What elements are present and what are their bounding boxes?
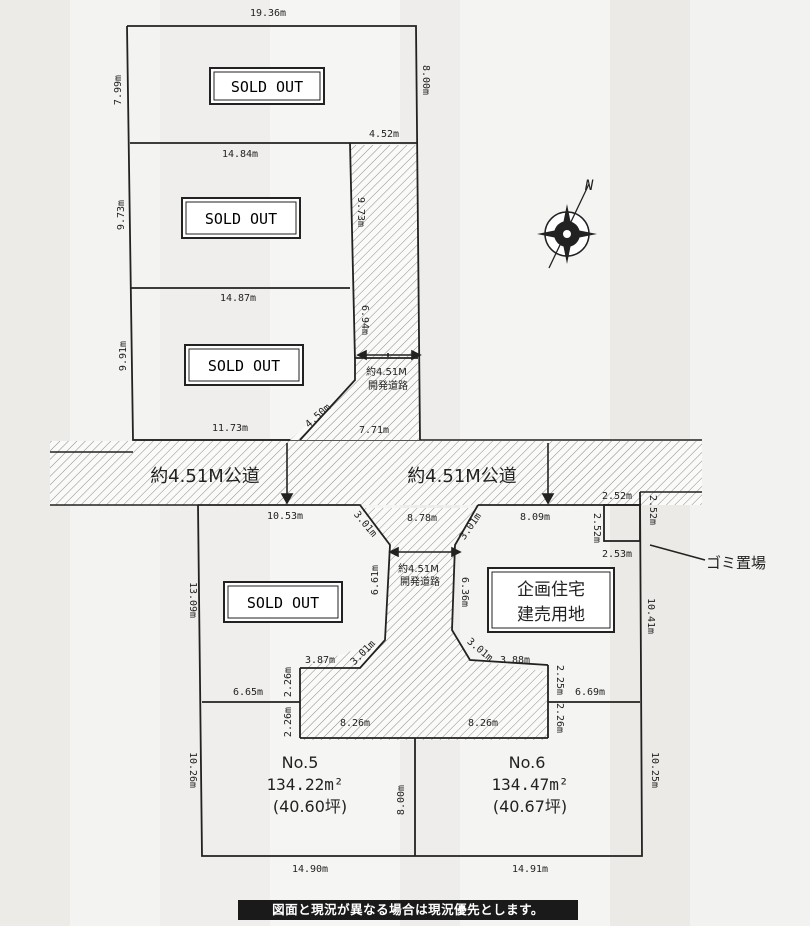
sold-out-box-1: SOLD OUT: [209, 67, 325, 105]
lower-plots-outline: [197, 491, 643, 857]
top-plots-outline: [126, 25, 421, 441]
dim-road-top-center: 8.78m: [407, 513, 437, 524]
sold-out-box-3: SOLD OUT: [184, 344, 304, 386]
private-road-top-label-2: 開発道路: [368, 379, 408, 392]
dim-road-left-226a: 2.26m: [283, 667, 294, 697]
private-road-bottom-label: 約4.51M 開発道路: [398, 562, 442, 588]
dim-top3-path: 6.94m: [359, 305, 370, 335]
dim-sold-lower-bottom: 6.65m: [233, 687, 263, 698]
sold-out-box-4: SOLD OUT: [223, 581, 343, 623]
svg-text:企画住宅: 企画住宅: [517, 580, 585, 600]
private-road-bottom-label-2: 開発道路: [400, 575, 440, 588]
dim-top1-left: 7.99m: [113, 75, 124, 105]
garbage-area-label: ゴミ置場: [706, 554, 766, 572]
lot-no5-area: 134.22m²: [266, 775, 343, 794]
lot-no5-name: No.5: [282, 753, 319, 772]
dim-road-bottom-left: 8.26m: [340, 718, 370, 729]
dim-road-left-side: 6.61m: [370, 565, 381, 595]
dim-sold-lower-top: 10.53m: [267, 511, 303, 522]
private-road-bottom: [300, 508, 548, 740]
dim-top2-path: 9.73m: [355, 197, 366, 227]
lot-no6-area: 134.47m²: [491, 775, 568, 794]
public-road-label-right: 約4.51M公道: [407, 466, 517, 487]
lot-no5-tsubo: (40.60坪): [273, 797, 347, 816]
dim-road-bottom-right: 8.26m: [468, 718, 498, 729]
dim-road-lower-left-h: 3.87m: [305, 655, 335, 666]
sold-out-box-2: SOLD OUT: [181, 197, 301, 239]
lot-no6-tsubo: (40.67坪): [493, 797, 567, 816]
dim-top2-left: 9.73m: [116, 200, 127, 230]
dim-no6-right: 10.25m: [649, 752, 660, 788]
dim-top2-top: 14.84m: [222, 149, 258, 160]
dim-garbage-right: 2.52m: [647, 495, 658, 525]
planning-lot-box: 企画住宅 建売用地: [487, 567, 615, 633]
svg-text:SOLD OUT: SOLD OUT: [208, 357, 280, 375]
dim-planning-top: 8.09m: [520, 512, 550, 523]
footer-disclaimer: 図面と現況が異なる場合は現況優先とします。: [238, 900, 578, 920]
dim-road-right-225: 2.25m: [554, 665, 565, 695]
road-arrows: [280, 349, 706, 561]
svg-text:SOLD OUT: SOLD OUT: [247, 594, 319, 612]
dim-top3-top: 14.87m: [220, 293, 256, 304]
dim-garbage-left: 2.52m: [591, 513, 602, 543]
private-road-top: [290, 145, 420, 440]
svg-text:建売用地: 建売用地: [517, 605, 585, 625]
dim-top3-path-bottom: 7.71m: [359, 425, 389, 436]
dim-top3-left: 9.91m: [118, 341, 129, 371]
private-road-top-label-1: 約4.51M: [366, 365, 407, 378]
dim-top1-width: 19.36m: [250, 8, 286, 19]
dim-no5-left: 10.26m: [187, 752, 198, 788]
dim-top3-bottom: 11.73m: [212, 423, 248, 434]
dim-no5-bottom: 14.90m: [292, 864, 328, 875]
dim-top1-bottom-right: 4.52m: [369, 129, 399, 140]
public-road: [50, 441, 702, 505]
public-road-label-left: 約4.51M公道: [150, 466, 260, 487]
private-road-top-label: 約4.51M 開発道路: [366, 365, 410, 392]
compass-north-label: N: [584, 178, 594, 194]
dim-garbage-bottom: 2.53m: [602, 549, 632, 560]
dim-road-right-side: 6.36m: [459, 577, 470, 607]
svg-text:SOLD OUT: SOLD OUT: [231, 78, 303, 96]
dim-planning-bottom: 6.69m: [575, 687, 605, 698]
dim-top1-right: 8.00m: [420, 65, 431, 95]
compass-rose-icon: [537, 183, 597, 269]
dim-road-lower-right-h: 3.88m: [500, 655, 530, 666]
dim-road-right-226: 2.26m: [554, 703, 565, 733]
dim-no6-bottom: 14.91m: [512, 864, 548, 875]
dim-road-left-226b: 2.26m: [283, 707, 294, 737]
private-road-bottom-label-1: 約4.51M: [398, 562, 439, 575]
dim-divider: 8.00m: [396, 785, 407, 815]
dim-garbage-top: 2.52m: [602, 491, 632, 502]
dim-sold-lower-left: 13.09m: [187, 582, 198, 618]
svg-text:SOLD OUT: SOLD OUT: [205, 210, 277, 228]
dim-planning-right: 10.41m: [645, 598, 656, 634]
lot-no6-name: No.6: [509, 753, 546, 772]
